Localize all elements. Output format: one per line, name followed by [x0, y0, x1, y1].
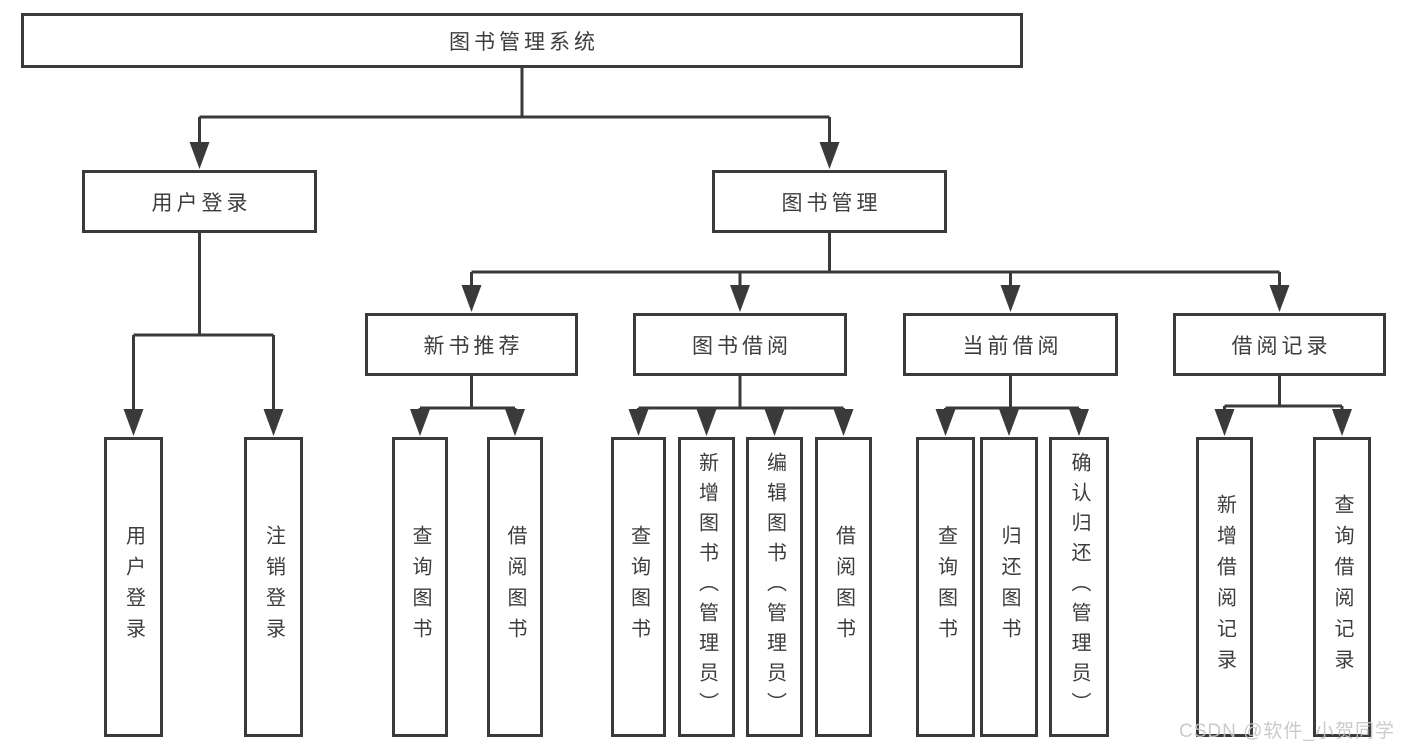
arrowhead [819, 142, 840, 169]
leaf-user-login: 用户登录 [104, 437, 163, 737]
leaf-query-books-recommend: 查询图书 [392, 437, 448, 737]
leaf-label: 编辑图书（管理员） [763, 452, 786, 722]
arrowhead [1269, 285, 1290, 312]
leaf-label: 新增借阅记录 [1213, 494, 1236, 680]
arrowhead [410, 409, 430, 436]
leaf-label: 归还图书 [998, 525, 1020, 649]
arrowhead [1000, 285, 1021, 312]
arrowhead [935, 409, 956, 436]
leaf-query-books-current: 查询图书 [916, 437, 975, 737]
leaf-label: 新增图书（管理员） [695, 452, 718, 722]
leaf-label: 借阅图书 [504, 525, 526, 649]
node-label: 图书借阅 [692, 334, 792, 358]
arrowhead [1069, 409, 1089, 436]
leaf-label: 用户登录 [122, 525, 145, 649]
node-borrowing-records: 借阅记录 [1173, 313, 1386, 376]
arrowheads [123, 142, 1352, 436]
node-label: 新书推荐 [423, 334, 524, 358]
arrowhead [263, 409, 284, 436]
leaf-label: 查询借阅记录 [1331, 494, 1353, 680]
leaf-label: 查询图书 [409, 525, 431, 649]
node-book-management: 图书管理 [712, 170, 947, 233]
arrowhead [764, 409, 785, 436]
node-label: 当前借阅 [962, 334, 1063, 358]
leaf-add-borrow-record: 新增借阅记录 [1196, 437, 1253, 737]
arrowhead [461, 285, 482, 312]
arrowhead [1214, 409, 1235, 436]
node-label: 图书管理 [781, 191, 882, 215]
leaf-confirm-return-admin: 确认归还（管理员） [1049, 437, 1109, 737]
arrowhead [505, 409, 525, 436]
arrowhead [696, 409, 717, 436]
leaf-query-borrow-record: 查询借阅记录 [1313, 437, 1371, 737]
leaf-label: 注销登录 [262, 525, 285, 649]
csdn-watermark: CSDN @软件_小贺同学 [1179, 721, 1395, 742]
leaf-label: 查询图书 [627, 525, 650, 649]
leaf-label: 确认归还（管理员） [1068, 452, 1090, 722]
node-label: 图书管理系统 [449, 30, 599, 54]
leaf-return-books: 归还图书 [980, 437, 1038, 737]
node-current-borrowing: 当前借阅 [903, 313, 1118, 376]
arrowhead [999, 409, 1019, 436]
node-user-login: 用户登录 [82, 170, 317, 233]
node-new-book-recommendation: 新书推荐 [365, 313, 578, 376]
leaf-query-books-borrowing: 查询图书 [611, 437, 666, 737]
node-book-borrowing: 图书借阅 [633, 313, 847, 376]
leaf-add-books-admin: 新增图书（管理员） [678, 437, 735, 737]
arrowhead [628, 409, 649, 436]
node-label: 用户登录 [151, 191, 252, 215]
arrowhead [1332, 409, 1352, 436]
node-label: 借阅记录 [1231, 334, 1332, 358]
arrowhead [730, 285, 750, 312]
arrowhead [833, 409, 854, 436]
leaf-borrow-books-recommend: 借阅图书 [487, 437, 543, 737]
leaf-borrow-books: 借阅图书 [815, 437, 872, 737]
node-library-management-system: 图书管理系统 [21, 13, 1023, 68]
arrowhead [189, 142, 210, 169]
leaf-label: 查询图书 [934, 525, 957, 649]
leaf-edit-books-admin: 编辑图书（管理员） [746, 437, 803, 737]
arrowhead [123, 409, 144, 436]
leaf-label: 借阅图书 [832, 525, 855, 649]
leaf-logout: 注销登录 [244, 437, 303, 737]
